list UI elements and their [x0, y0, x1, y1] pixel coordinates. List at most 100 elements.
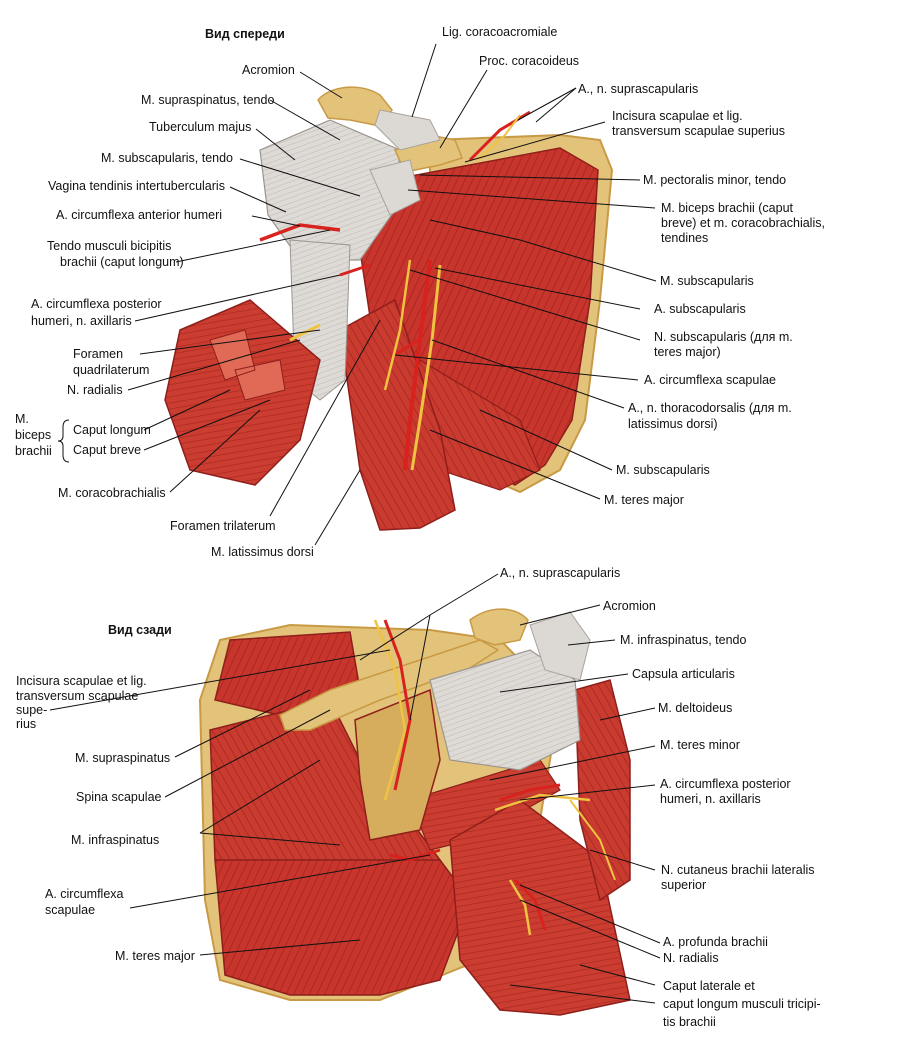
cutaneous-nerve — [569, 799, 616, 881]
label-caput-longum: Caput longum — [73, 423, 151, 437]
anterior-circumflex-artery — [259, 223, 341, 242]
label-a-circ-post-back-1: A. circumflexa posterior — [660, 777, 791, 791]
subscapular-nerve — [383, 259, 412, 391]
label-incisura-back-4: rius — [16, 717, 36, 731]
label-a-circ-scapulae-back-2: scapulae — [45, 903, 95, 917]
label-caput-breve: Caput breve — [73, 443, 141, 457]
label-m-biceps-3: brachii — [15, 444, 52, 458]
label-biceps-caput-breve-3: tendines — [661, 231, 708, 245]
radial-nerve — [508, 879, 532, 936]
suprascapular-nerve-front — [477, 114, 521, 161]
suprascapular-artery-front — [468, 110, 531, 162]
triceps-muscle — [449, 799, 631, 1016]
label-triceps-2: caput longum musculi tricipi- — [663, 997, 821, 1011]
label-incisura-front-1: Incisura scapulae et lig. — [612, 109, 743, 123]
label-foramen-quad-1: Foramen — [73, 347, 123, 361]
back-view-illustration — [198, 608, 631, 1016]
label-n-subscapularis-1: N. subscapularis (для m. — [654, 330, 793, 344]
label-m-supraspinatus-back: M. supraspinatus — [75, 751, 170, 765]
label-n-cutaneus-2: superior — [661, 878, 706, 892]
biceps-brace — [57, 419, 70, 463]
circumflex-scapular-artery — [394, 338, 419, 357]
label-tendo-bicipitis-1: Tendo musculi bicipitis — [47, 239, 171, 253]
label-m-biceps-1: M. — [15, 412, 29, 426]
thoracodorsal-nerve — [410, 264, 442, 471]
label-m-biceps-2: biceps — [15, 428, 51, 442]
teres-major-muscle-back — [214, 859, 471, 996]
label-m-deltoideus: M. deltoideus — [658, 701, 732, 715]
label-incisura-back-3: supe- — [16, 703, 47, 717]
label-m-infraspinatus: M. infraspinatus — [71, 833, 159, 847]
axillary-nerve-back — [494, 793, 591, 812]
label-biceps-caput-breve-1: M. biceps brachii (caput — [661, 201, 794, 215]
label-a-profunda: A. profunda brachii — [663, 935, 768, 949]
label-vagina-tendinis: Vagina tendinis intertubercularis — [48, 179, 225, 193]
label-a-circumflexa-anterior: A. circumflexa anterior humeri — [56, 208, 222, 222]
back-labels: Вид сзади A., n. suprascapularis Acromio… — [16, 566, 821, 1029]
label-incisura-front-2: transversum scapulae superius — [612, 124, 785, 138]
label-m-coracobrachialis: M. coracobrachialis — [58, 486, 166, 500]
label-m-supraspinatus-tendo: M. supraspinatus, tendo — [141, 93, 274, 107]
label-thoracodorsalis-1: A., n. thoracodorsalis (для m. — [628, 401, 792, 415]
label-spina-scapulae: Spina scapulae — [76, 790, 162, 804]
label-m-pectoralis-minor-tendo: M. pectoralis minor, tendo — [643, 173, 786, 187]
label-incisura-back-2: transversum scapulae — [16, 689, 138, 703]
label-thoracodorsalis-2: latissimus dorsi) — [628, 417, 718, 431]
label-a-n-suprascapularis-front: A., n. suprascapularis — [578, 82, 698, 96]
label-m-subscapularis-tendo: M. subscapularis, tendo — [101, 151, 233, 165]
label-m-subscapularis-front-1: M. subscapularis — [660, 274, 754, 288]
circumflex-scapular-artery-back — [389, 848, 441, 862]
label-m-teres-major-back: M. teres major — [115, 949, 195, 963]
label-a-circ-post-front-2: humeri, n. axillaris — [31, 314, 132, 328]
label-foramen-trilaterum: Foramen trilaterum — [170, 519, 276, 533]
label-a-n-suprascapularis-back: A., n. suprascapularis — [500, 566, 620, 580]
latissimus-dorsi-muscle — [339, 298, 456, 531]
deep-window — [354, 688, 441, 841]
label-incisura-back-1: Incisura scapulae et lig. — [16, 674, 147, 688]
label-n-subscapularis-2: teres major) — [654, 345, 721, 359]
label-foramen-quad-2: quadrilaterum — [73, 363, 149, 377]
label-m-latissimus-dorsi: M. latissimus dorsi — [211, 545, 314, 559]
suprascapular-nerve-back — [373, 619, 407, 801]
label-a-circ-post-front-1: A. circumflexa posterior — [31, 297, 162, 311]
label-tendo-bicipitis-2: brachii (caput longum) — [60, 255, 184, 269]
profunda-brachii-artery — [513, 878, 547, 931]
label-capsula-articularis: Capsula articularis — [632, 667, 735, 681]
front-title: Вид спереди — [205, 27, 285, 41]
label-triceps-3: tis brachii — [663, 1015, 716, 1029]
biceps-cut-ends — [209, 329, 286, 401]
label-proc-coracoideus: Proc. coracoideus — [479, 54, 579, 68]
coracoacromial-ligament — [374, 109, 441, 151]
label-a-circ-post-back-2: humeri, n. axillaris — [660, 792, 761, 806]
label-m-infraspinatus-tendo: M. infraspinatus, tendo — [620, 633, 747, 647]
back-leader-lines — [49, 573, 661, 1004]
back-title: Вид сзади — [108, 623, 172, 637]
acromion-bone-back — [469, 608, 529, 646]
front-labels: Вид спереди Lig. coracoacromiale Proc. c… — [15, 25, 825, 559]
label-n-radialis-back: N. radialis — [663, 951, 719, 965]
joint-capsule — [429, 649, 581, 771]
label-triceps-1: Caput laterale et — [663, 979, 755, 993]
acromion-bone-front — [317, 86, 393, 127]
posterior-circumflex-artery — [339, 263, 371, 277]
subscapular-artery — [403, 259, 432, 471]
label-n-radialis-front: N. radialis — [67, 383, 123, 397]
label-a-subscapularis: A. subscapularis — [654, 302, 746, 316]
spine-of-scapula — [279, 639, 500, 731]
label-n-cutaneus-1: N. cutaneus brachii lateralis — [661, 863, 815, 877]
label-acromion-front: Acromion — [242, 63, 295, 77]
posterior-circumflex-artery-back — [499, 783, 561, 802]
deltoid-muscle — [574, 679, 631, 902]
label-m-teres-major-front: M. teres major — [604, 493, 684, 507]
front-leader-lines — [127, 43, 657, 546]
label-m-teres-minor: M. teres minor — [660, 738, 740, 752]
label-acromion-back: Acromion — [603, 599, 656, 613]
suprascapular-artery-back — [383, 619, 412, 791]
label-a-circ-scapulae-back-1: A. circumflexa — [45, 887, 124, 901]
label-m-subscapularis-front-2: M. subscapularis — [616, 463, 710, 477]
label-biceps-caput-breve-2: breve) et m. coracobrachialis, — [661, 216, 825, 230]
label-a-circ-scapulae-front: A. circumflexa scapulae — [644, 373, 776, 387]
label-tuberculum-majus: Tuberculum majus — [149, 120, 251, 134]
label-lig-coracoacromiale: Lig. coracoacromiale — [442, 25, 557, 39]
